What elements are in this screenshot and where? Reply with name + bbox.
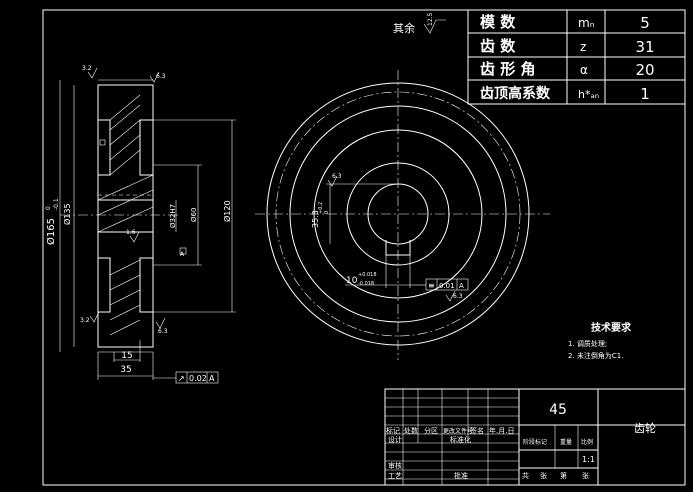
tb-weight: 重量	[560, 438, 572, 446]
tb-sheet-total: 共	[522, 471, 529, 480]
param-symbol-1: mₙ	[578, 16, 595, 30]
param-value-2: 31	[635, 38, 654, 56]
dim-35-text: 35	[120, 365, 131, 375]
param-value-1: 5	[640, 14, 650, 32]
tb-sheet: 张	[582, 471, 589, 480]
gtol-datum: A	[209, 374, 215, 383]
dim-od-text: Ø165	[45, 218, 57, 245]
sym-datum: A	[459, 282, 464, 290]
param-name-1: 模 数	[480, 13, 516, 31]
title-block: 标记 处数 分区 更改文件号 签名 年.月.日 设计 标准化 审核 工艺 批准 …	[384, 388, 686, 486]
roughness-note-value: 12.5	[427, 12, 434, 26]
roughness-note: 其余 12.5	[393, 12, 446, 35]
rough-bottom2-text: 6.3	[158, 328, 168, 335]
gtol-value: 0.02	[189, 374, 207, 383]
tb-sheets: 张	[540, 471, 547, 480]
tb-process: 工艺	[388, 472, 402, 480]
tb-part-name: 齿轮	[634, 421, 656, 435]
sym-value: 0.01	[439, 282, 455, 290]
roughness-note-label: 其余	[393, 21, 415, 35]
param-name-3: 齿 形 角	[480, 60, 535, 78]
tech-requirements: 技术要求 1. 调质处理; 2. 未注倒角为C1.	[568, 321, 632, 360]
tb-count: 处数	[404, 426, 418, 435]
dim-keyway-tol-lower: -0.018	[358, 281, 374, 287]
param-symbol-3: α	[580, 63, 588, 77]
dim-35-3-text: 35.3	[311, 210, 320, 228]
tb-approve: 批准	[454, 471, 468, 480]
tb-scale: 比例	[581, 438, 593, 446]
dim-od-tol-upper: 0	[45, 206, 52, 210]
param-name-4: 齿顶高系数	[480, 85, 551, 102]
tb-sheet-no: 第	[560, 471, 567, 480]
dim-32h7-text: Ø32H7	[169, 204, 177, 228]
datum-label: A	[180, 251, 185, 258]
param-symbol-4: h*ₐₙ	[578, 88, 599, 101]
dim-135-text: Ø135	[62, 203, 72, 225]
tb-review: 审核	[388, 461, 402, 470]
dim-120-text: Ø120	[222, 200, 232, 222]
tb-standardize: 标准化	[450, 435, 471, 444]
front-view: 35.3 +0.2 0 6.3 10 +0.018 -0.018 ≡ 0.01 …	[255, 70, 550, 360]
tb-change-doc: 更改文件号	[443, 427, 473, 435]
tb-material: 45	[549, 402, 567, 418]
param-table: 模 数 mₙ 5 齿 数 z 31 齿 形 角 α 20 齿顶高系数 h*ₐₙ …	[467, 9, 686, 105]
param-value-4: 1	[640, 85, 650, 103]
dim-0-2-text: +0.2	[318, 202, 324, 214]
rough-top2-text: 6.3	[156, 73, 166, 80]
tb-mark: 标记	[386, 426, 400, 435]
sym-symbol: ≡	[428, 281, 435, 290]
tech-req-item-2: 2. 未注倒角为C1.	[568, 351, 623, 360]
dim-0-text: 0	[324, 211, 330, 214]
dim-od-tol-lower: -0.1	[53, 198, 60, 210]
rough-bottom-text: 3.2	[80, 317, 90, 324]
tb-stage-mark: 阶段标记	[523, 438, 547, 446]
rough-keyway2-text: 6.3	[453, 293, 463, 300]
tb-zone: 分区	[424, 426, 438, 435]
param-symbol-2: z	[580, 40, 586, 54]
drawing-border	[42, 9, 686, 486]
param-name-2: 齿 数	[480, 37, 516, 55]
section-view: Ø165 0 -0.1 Ø135 Ø32H7 Ø60 Ø120 3.2 6.3 …	[45, 65, 236, 384]
param-value-3: 20	[635, 61, 654, 79]
rough-mid-text: 1.6	[126, 229, 136, 236]
gtol-symbol: ↗	[178, 374, 185, 383]
dim-keyway-tol-upper: +0.018	[358, 272, 377, 278]
dim-15-text: 15	[121, 351, 132, 361]
tb-design: 设计	[388, 435, 402, 444]
dim-60-text: Ø60	[190, 208, 198, 222]
tb-sign: 签名	[470, 426, 484, 435]
dim-keyway-width-text: 10	[346, 276, 358, 286]
tb-scale-value: 1:1	[582, 455, 595, 464]
tb-date: 年.月.日	[489, 426, 514, 435]
rough-top-text: 3.2	[82, 65, 92, 72]
tech-req-item-1: 1. 调质处理;	[568, 339, 607, 348]
rough-keyway-text: 6.3	[332, 173, 342, 180]
tech-req-title: 技术要求	[591, 321, 632, 334]
